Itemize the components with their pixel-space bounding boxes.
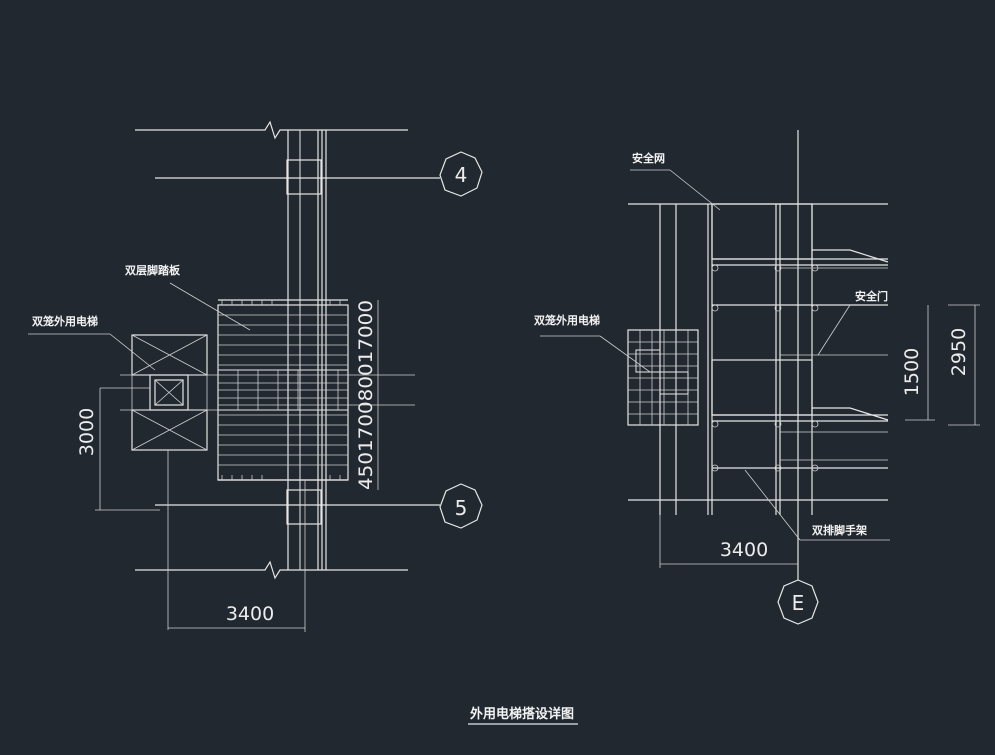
axis-e-label: E [792, 591, 805, 615]
elevator-cages [100, 334, 218, 630]
column [286, 130, 327, 570]
dim-3400-right: 3400 [659, 515, 798, 568]
dim-3400-left-label: 3400 [226, 603, 274, 625]
axis-5-label: 5 [455, 496, 468, 520]
axis-bubble-5: 5 [439, 483, 483, 529]
label-double-platform: 双层脚踏板 [125, 263, 181, 277]
floor-slabs [712, 249, 889, 469]
axis-4-label: 4 [455, 163, 468, 187]
couplers [711, 264, 819, 472]
label-elevator-right: 双笼外用电梯 [534, 313, 600, 327]
double-platform [217, 299, 415, 481]
dim-1500: 1500 [901, 305, 935, 421]
drawing-title: 外用电梯搭设详图 [468, 706, 578, 725]
dim-stack-label: 450170080017000 [355, 300, 377, 490]
right-elevation-view: 1500 2950 3400 E 安全网 [534, 130, 980, 625]
label-safety-net: 安全网 [632, 151, 665, 165]
dim-3000-label: 3000 [76, 408, 98, 456]
safety-net-panels [711, 203, 813, 416]
dim-3400-right-label: 3400 [720, 539, 768, 561]
label-safety-door: 安全门 [855, 289, 888, 303]
axis-bubble-4: 4 [439, 151, 483, 197]
floor-lines [135, 120, 440, 580]
dim-stack: 450170080017000 [355, 300, 379, 490]
label-elevator-left: 双笼外用电梯 [32, 314, 98, 328]
left-plan-view: 4 5 [28, 120, 483, 632]
right-elevator [627, 329, 699, 426]
label-scaffold: 双排脚手架 [812, 523, 867, 537]
left-leaders [28, 282, 251, 371]
dim-3400-left: 3400 [168, 480, 306, 632]
title-text: 外用电梯搭设详图 [469, 706, 574, 722]
axis-bubble-e: E [777, 579, 819, 625]
dim-2950-label: 2950 [948, 328, 970, 376]
dim-3000: 3000 [76, 388, 160, 511]
dim-2950: 2950 [948, 304, 980, 426]
dim-1500-label: 1500 [901, 348, 923, 396]
right-leaders [540, 169, 890, 541]
